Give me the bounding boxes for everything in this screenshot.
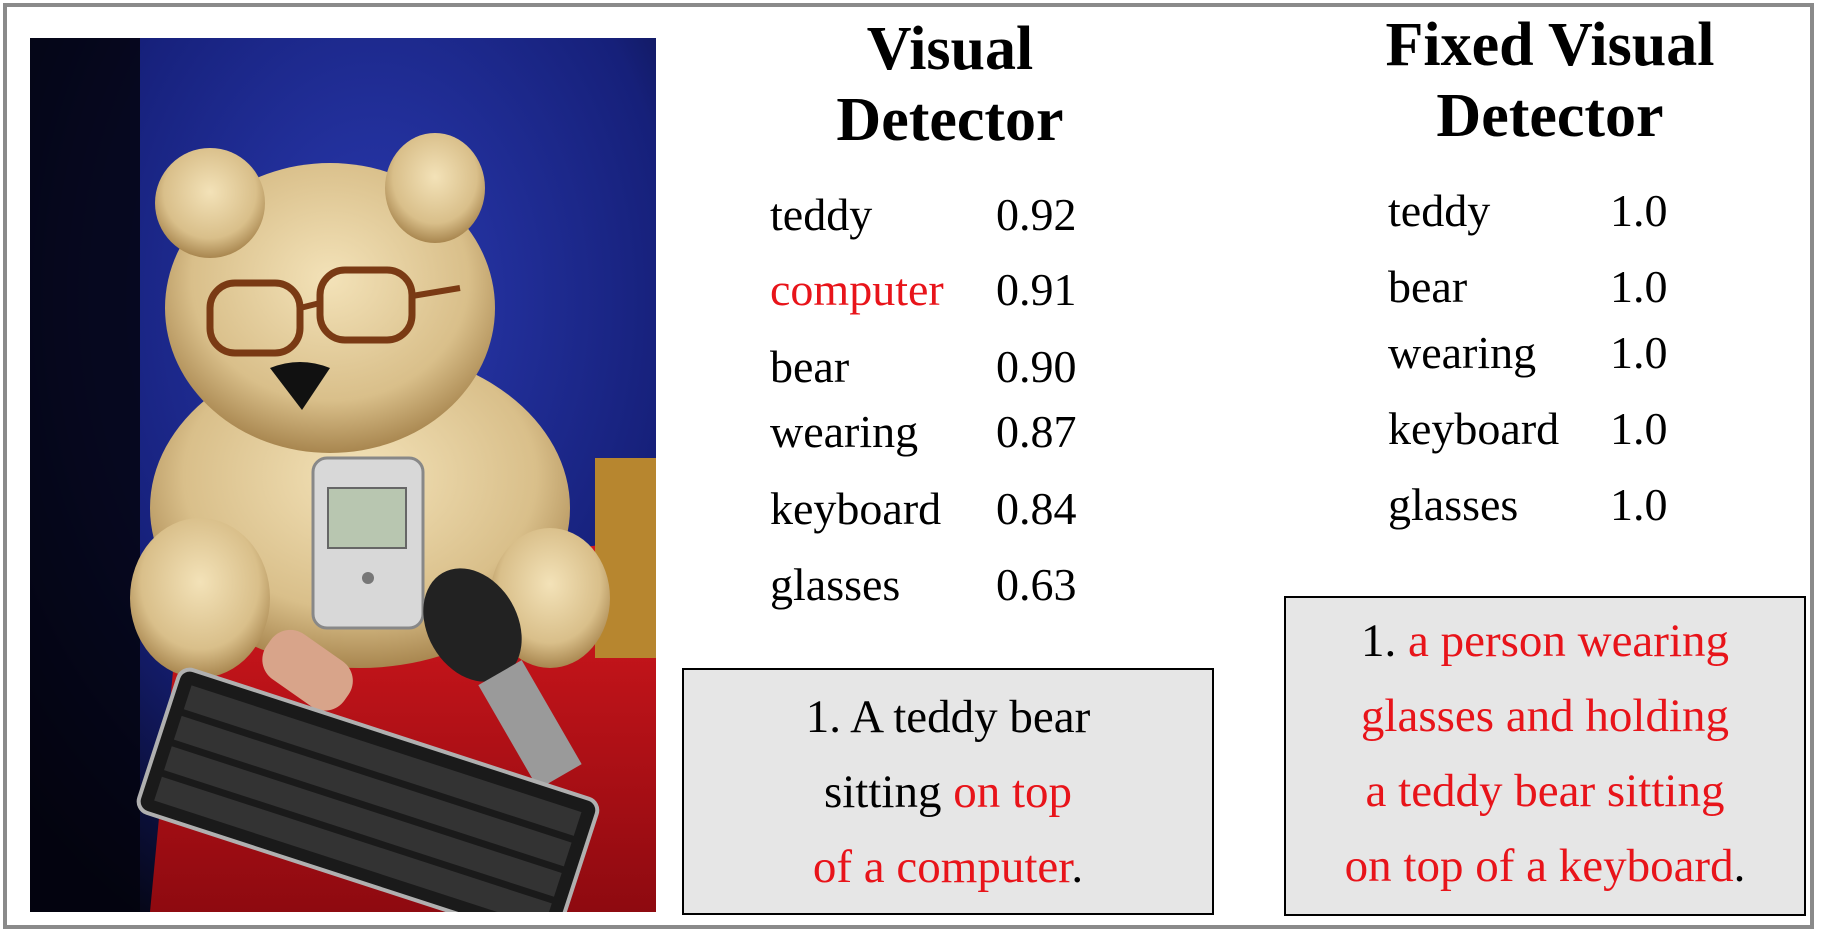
title-line: Detector [1436,82,1664,151]
word: keyboard [1388,403,1560,454]
score: 0.84 [996,483,1077,534]
teddy-bear-photo [30,38,656,912]
word: computer [770,264,944,315]
score: 0.63 [996,559,1077,610]
word: wearing [770,406,919,457]
word: teddy [770,189,873,240]
caption-text: sitting [823,766,954,818]
word: teddy [1388,185,1491,236]
caption-line: on top of a keyboard. [1286,829,1804,904]
caption-line: 1. a person wearing [1286,604,1804,679]
word: bear [1388,261,1468,312]
caption-highlight: glasses and holding [1360,690,1730,742]
title-line: Fixed Visual [1385,11,1715,79]
caption-highlight: on top of a keyboard [1344,840,1734,892]
score: 0.87 [996,406,1077,457]
score: 0.90 [996,341,1077,392]
caption-highlight: a teddy bear sitting [1365,765,1725,817]
fixed-visual-detector-title: Fixed Visual Detector [1320,10,1780,153]
caption-line: sitting on top [684,755,1212,830]
word: wearing [1388,327,1537,378]
score: 0.92 [996,189,1077,240]
score: 1.0 [1610,185,1668,236]
title-line: Detector [836,86,1064,155]
score: 0.91 [996,264,1077,315]
caption-line: 1. A teddy bear [805,691,1091,743]
visual-detector-title: Visual Detector [760,14,1140,157]
caption-highlight: on top [953,766,1073,818]
caption-highlight: of a computer [812,841,1072,893]
caption-line: of a computer. [684,830,1212,905]
caption-text: . [1071,841,1084,893]
score: 1.0 [1610,261,1668,312]
word: keyboard [770,483,942,534]
word: glasses [1388,479,1519,530]
fixed-visual-detector-caption: 1. a person wearing glasses and holding … [1284,596,1806,916]
caption-text: 1. [1360,615,1408,667]
title-line: Visual [866,15,1034,83]
score: 1.0 [1610,403,1668,454]
caption-text: . [1733,840,1746,892]
caption-highlight: a person wearing [1407,615,1730,667]
score: 1.0 [1610,479,1668,530]
word: glasses [770,559,901,610]
score: 1.0 [1610,327,1668,378]
word: bear [770,341,850,392]
visual-detector-caption: 1. A teddy bear sitting on top of a comp… [682,668,1214,915]
